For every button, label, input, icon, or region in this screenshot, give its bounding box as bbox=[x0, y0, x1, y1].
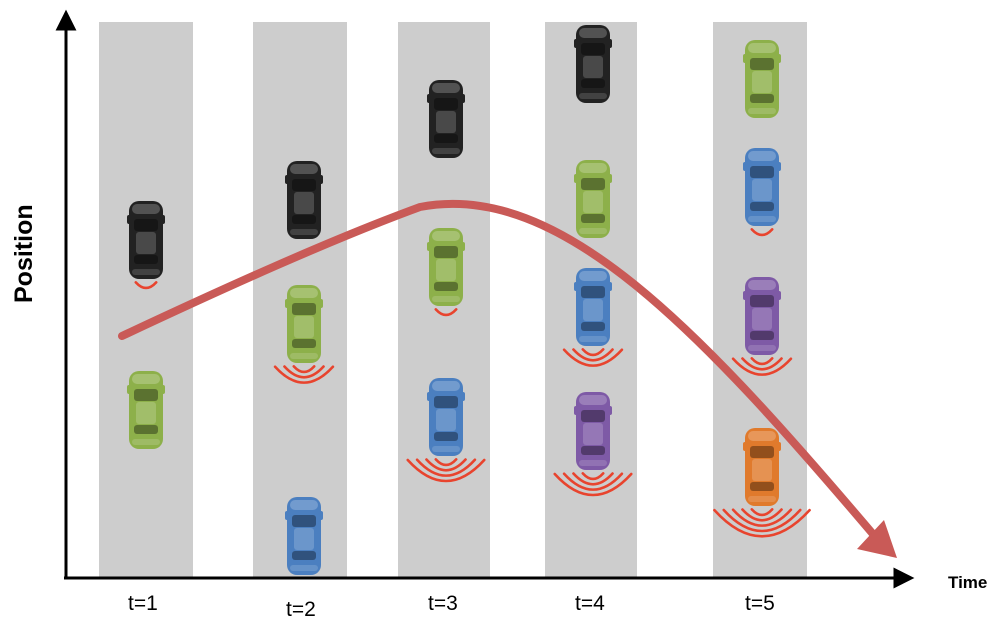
axes bbox=[55, 9, 915, 589]
green-car-icon bbox=[127, 371, 165, 449]
signal-waves-icon bbox=[406, 458, 486, 483]
trend-curve bbox=[118, 199, 882, 544]
trend-arrow-head-icon bbox=[857, 520, 897, 558]
green-car-icon bbox=[743, 40, 781, 118]
signal-waves-icon bbox=[553, 472, 633, 497]
black-car-icon bbox=[285, 161, 323, 239]
signal-waves-icon bbox=[562, 348, 624, 367]
trend-arrow bbox=[118, 199, 897, 558]
green-car-icon bbox=[427, 228, 465, 306]
road-lane bbox=[99, 22, 193, 578]
purple-car-icon bbox=[743, 277, 781, 355]
signal-waves-icon bbox=[134, 281, 158, 290]
signal-waves-icon bbox=[750, 228, 774, 237]
time-step-label: t=5 bbox=[745, 592, 775, 615]
orange-car-icon bbox=[743, 428, 781, 506]
green-car-icon bbox=[574, 160, 612, 238]
cars bbox=[127, 25, 811, 575]
signal-waves-icon bbox=[731, 357, 793, 376]
y-axis-label: Position bbox=[10, 204, 38, 303]
signal-waves-icon bbox=[434, 308, 458, 317]
blue-car-icon bbox=[427, 378, 465, 456]
black-car-icon bbox=[427, 80, 465, 158]
x-axis-label: Time bbox=[948, 573, 988, 592]
time-step-label: t=4 bbox=[575, 592, 605, 615]
time-step-label: t=2 bbox=[286, 598, 316, 621]
blue-car-icon bbox=[743, 148, 781, 226]
time-step-label: t=1 bbox=[128, 592, 158, 615]
blue-car-icon bbox=[574, 268, 612, 346]
black-car-icon bbox=[127, 201, 165, 279]
black-car-icon bbox=[574, 25, 612, 103]
time-step-label: t=3 bbox=[428, 592, 458, 615]
purple-car-icon bbox=[574, 392, 612, 470]
signal-waves-icon bbox=[273, 365, 335, 384]
signal-waves-icon bbox=[713, 508, 811, 538]
green-car-icon bbox=[285, 285, 323, 363]
blue-car-icon bbox=[285, 497, 323, 575]
